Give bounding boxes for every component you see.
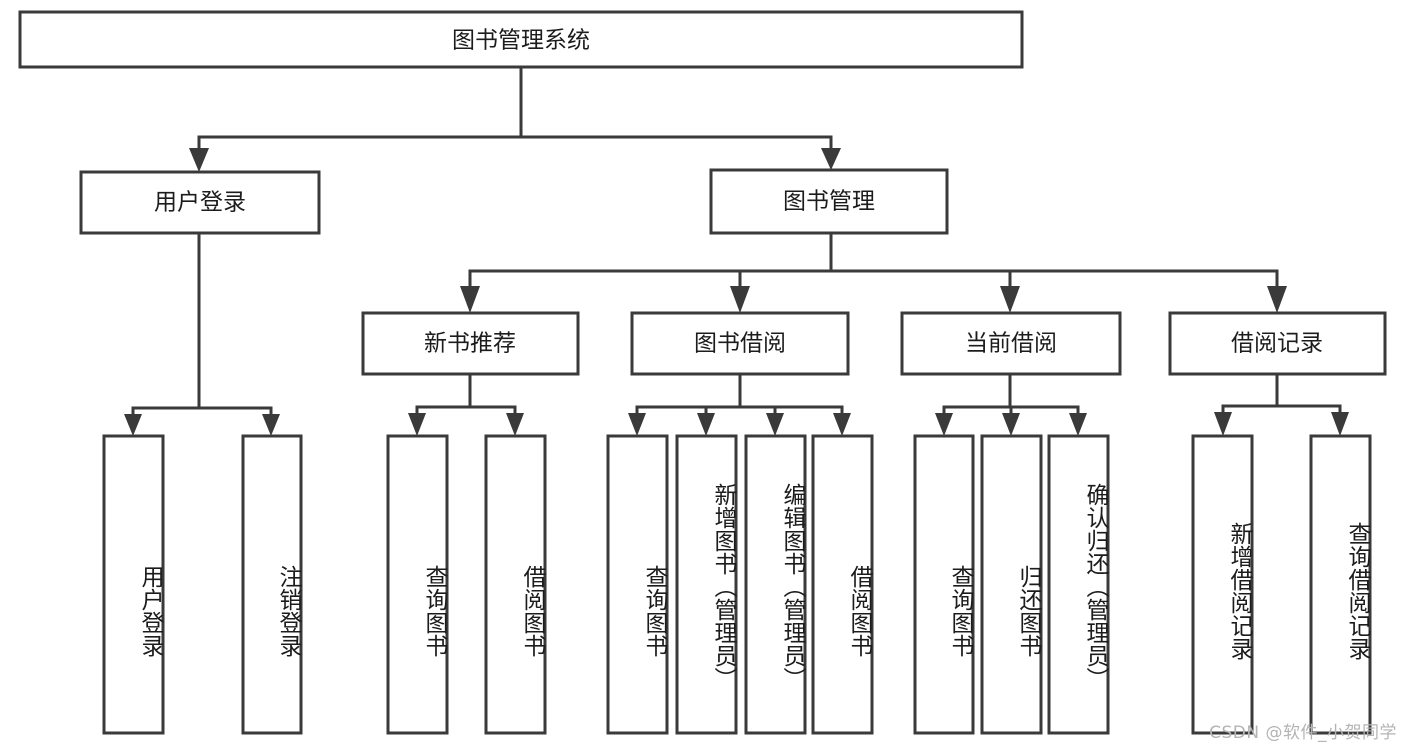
arrow-head-leaf-borrow-book-1	[506, 413, 524, 436]
node-new-book-rec-label: 新书推荐	[424, 331, 516, 357]
arrow-head-leaf-edit-book	[766, 413, 784, 436]
node-book-manage-label: 图书管理	[783, 189, 875, 215]
node-book-manage[interactable]: 图书管理	[709, 168, 949, 235]
arrow-head-leaf-query-book-3	[935, 413, 953, 436]
csdn-watermark: CSDN @软件_小贺同学	[1209, 723, 1397, 743]
node-borrow-record-box[interactable]	[1168, 311, 1387, 376]
node-leaf-logout-box[interactable]	[241, 434, 303, 735]
node-leaf-query-book-3-box[interactable]	[913, 434, 975, 735]
node-book-manage-box[interactable]	[709, 168, 949, 235]
node-leaf-query-book-2-box[interactable]	[606, 434, 669, 735]
node-book-borrow[interactable]: 图书借阅	[630, 311, 850, 376]
node-root-label: 图书管理系统	[452, 28, 590, 54]
node-leaf-query-book-1-box[interactable]	[386, 434, 449, 735]
arrow-head-leaf-user-login	[124, 414, 142, 436]
arrow-head-leaf-confirm-return	[1069, 413, 1087, 436]
arrow-head-leaf-add-book	[697, 413, 715, 436]
node-new-book-rec[interactable]: 新书推荐	[361, 311, 580, 376]
node-current-borrow[interactable]: 当前借阅	[900, 311, 1122, 376]
arrow-head-leaf-borrow-book-2	[833, 413, 851, 436]
arrow-head-leaf-query-book-2	[628, 413, 646, 436]
node-leaf-borrow-book-2-box[interactable]	[811, 434, 874, 735]
node-leaf-query-record-box[interactable]	[1309, 434, 1372, 735]
node-root[interactable]: 图书管理系统	[18, 10, 1024, 69]
arrow-head-leaf-return-book	[1002, 413, 1020, 436]
node-borrow-record[interactable]: 借阅记录	[1168, 311, 1387, 376]
arrow-head-leaf-query-book-1	[408, 413, 426, 436]
node-user-login-label: 用户登录	[154, 190, 246, 216]
node-leaf-add-record-box[interactable]	[1191, 434, 1254, 735]
arrow-head-borrow-record	[1267, 286, 1287, 313]
arrow-head-user-login	[189, 148, 209, 172]
node-book-borrow-label: 图书借阅	[694, 331, 786, 357]
node-new-book-rec-box[interactable]	[361, 311, 580, 376]
node-leaf-return-book-box[interactable]	[980, 434, 1043, 735]
node-user-login[interactable]: 用户登录	[79, 170, 321, 235]
node-book-borrow-box[interactable]	[630, 311, 850, 376]
arrow-head-book-borrow	[730, 286, 750, 313]
connector-layer	[124, 65, 1349, 436]
arrow-head-leaf-add-record	[1214, 412, 1232, 436]
node-root-box[interactable]	[18, 10, 1024, 69]
node-leaf-add-book-box[interactable]	[675, 434, 738, 735]
node-borrow-record-label: 借阅记录	[1231, 331, 1323, 357]
arrow-head-new-book-rec	[460, 286, 480, 313]
arrow-head-leaf-query-record	[1331, 412, 1349, 436]
arrow-head-book-manage	[821, 148, 841, 170]
arrow-head-current-borrow	[1000, 286, 1020, 313]
node-leaf-user-login-box[interactable]	[102, 434, 165, 735]
node-current-borrow-label: 当前借阅	[965, 331, 1057, 357]
leaf-box-layer	[102, 434, 1372, 735]
arrow-head-leaf-logout	[262, 414, 280, 436]
node-leaf-edit-book-box[interactable]	[744, 434, 807, 735]
node-leaf-confirm-return-box[interactable]	[1047, 434, 1110, 735]
node-current-borrow-box[interactable]	[900, 311, 1122, 376]
node-leaf-borrow-book-1-box[interactable]	[484, 434, 547, 735]
node-user-login-box[interactable]	[79, 170, 321, 235]
